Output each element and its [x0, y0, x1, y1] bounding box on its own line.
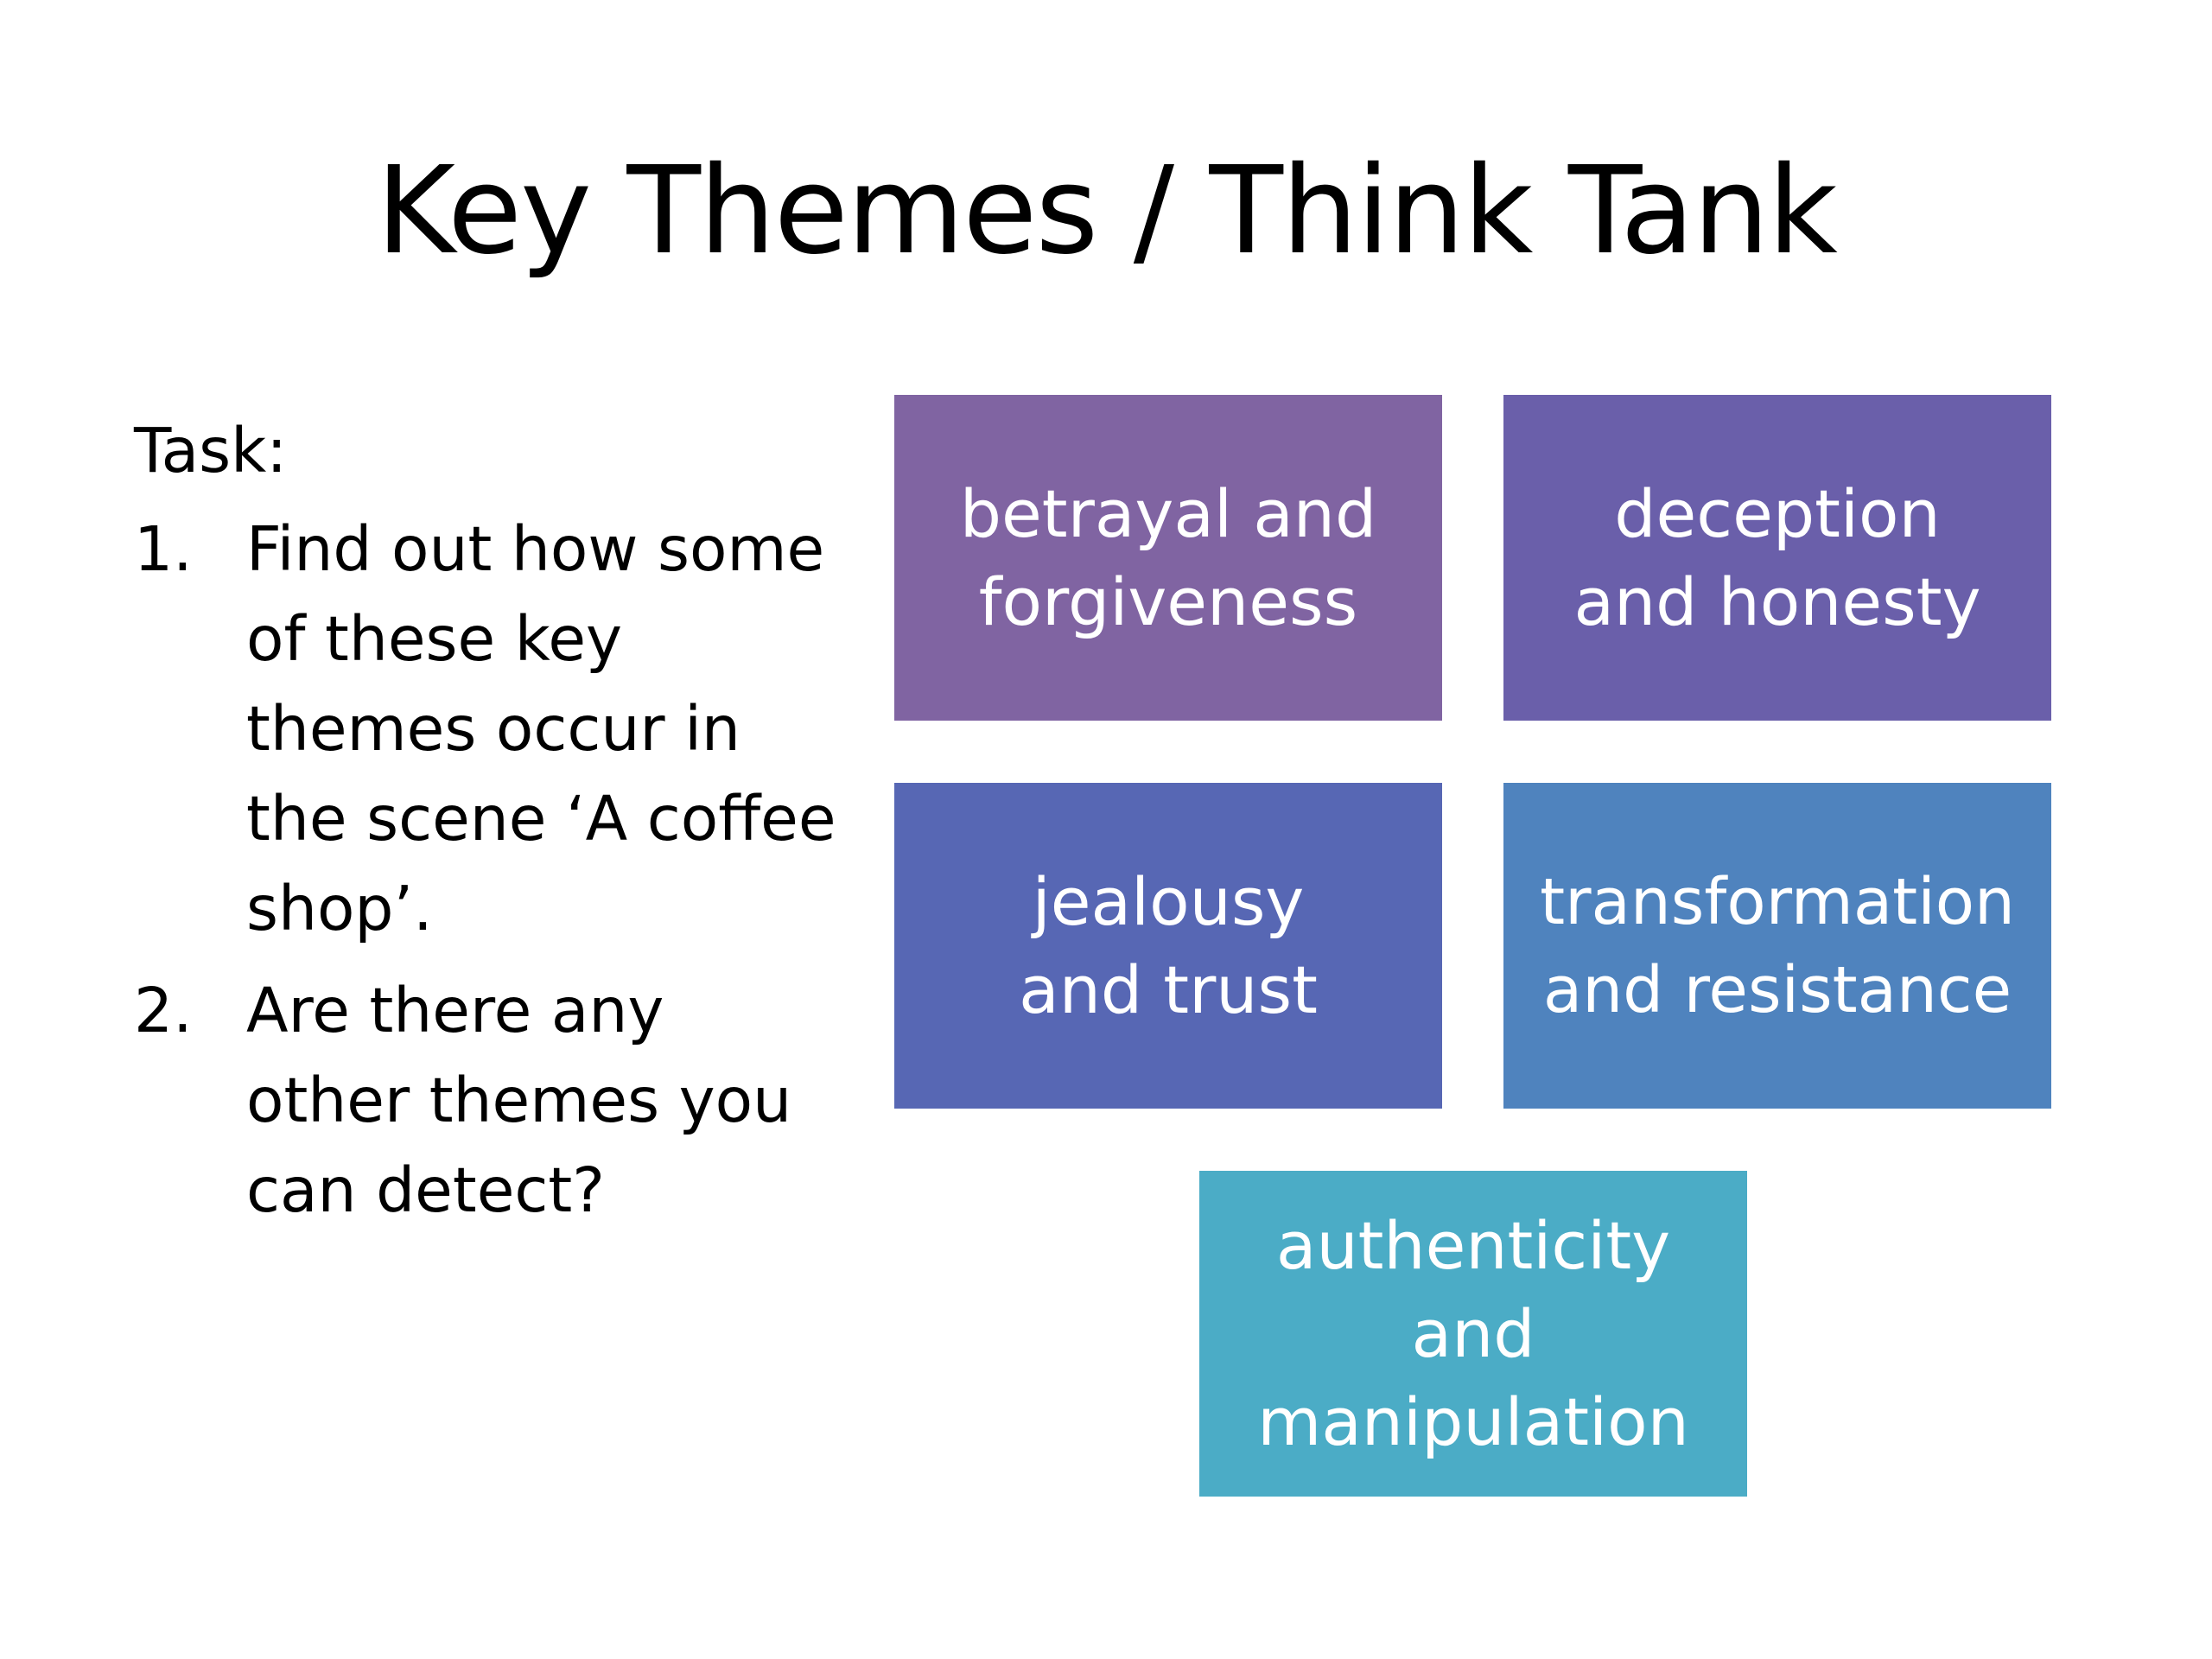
theme-label: jealousy and trust: [1019, 862, 1318, 1028]
theme-box-authenticity-manipulation: authenticity and manipulation: [1199, 1171, 1747, 1497]
task-item-text: Find out how some of these key themes oc…: [246, 513, 836, 944]
task-item-number: 2.: [134, 975, 193, 1046]
task-item: 2. Are there any other themes you can de…: [134, 966, 842, 1236]
task-item: 1. Find out how some of these key themes…: [134, 505, 842, 954]
theme-label: transformation and resistance: [1540, 864, 2015, 1027]
theme-box-jealousy-trust: jealousy and trust: [894, 783, 1442, 1109]
task-panel: Task: 1. Find out how some of these key …: [134, 406, 842, 1248]
task-item-number: 1.: [134, 513, 193, 585]
task-heading: Task:: [134, 415, 288, 486]
theme-box-transformation-resistance: transformation and resistance: [1503, 783, 2051, 1109]
task-list: 1. Find out how some of these key themes…: [134, 505, 842, 1236]
theme-label: betrayal and forgiveness: [959, 474, 1377, 640]
theme-box-betrayal-forgiveness: betrayal and forgiveness: [894, 395, 1442, 721]
theme-label: deception and honesty: [1573, 474, 1981, 640]
theme-label: authenticity and manipulation: [1257, 1206, 1689, 1460]
task-item-text: Are there any other themes you can detec…: [246, 975, 792, 1226]
theme-box-deception-honesty: deception and honesty: [1503, 395, 2051, 721]
slide-title: Key Themes / Think Tank: [376, 141, 1838, 282]
